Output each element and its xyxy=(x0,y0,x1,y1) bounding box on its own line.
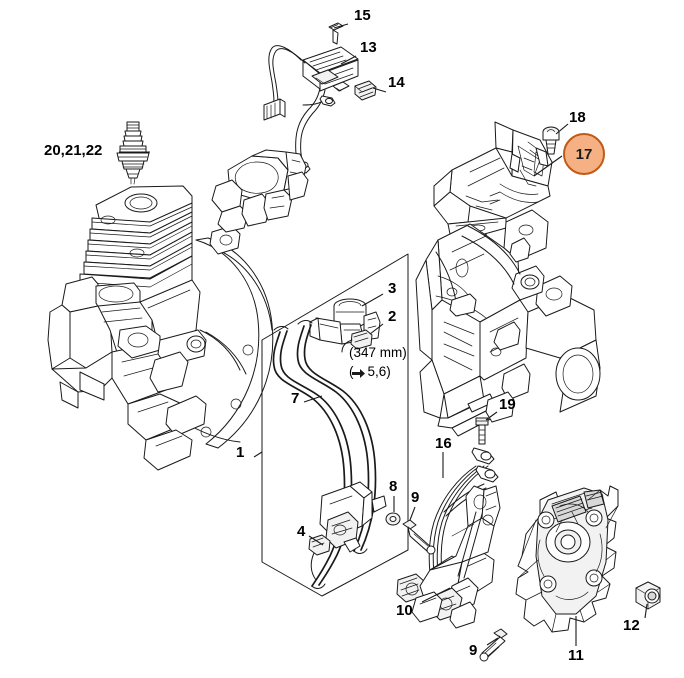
reference-arrow-icon xyxy=(352,369,365,378)
part-12-nut xyxy=(635,581,661,610)
part-15-screw xyxy=(328,22,344,45)
part-8-washer xyxy=(385,512,401,526)
callout-2: 2 xyxy=(388,308,397,325)
leader-14 xyxy=(372,87,387,93)
callout-14: 14 xyxy=(388,74,405,91)
callout-18: 18 xyxy=(569,109,586,126)
callout-9-top: 9 xyxy=(411,489,420,506)
leader-10 xyxy=(421,587,451,603)
leader-7 xyxy=(303,395,323,403)
callout-4: 4 xyxy=(297,523,306,540)
group-1-box xyxy=(261,253,409,597)
part-9b-screw xyxy=(479,628,508,662)
leader-1 xyxy=(253,451,263,458)
part-14-cap xyxy=(354,80,377,101)
callout-10: 10 xyxy=(396,602,413,619)
engine-assembly xyxy=(47,185,274,471)
leader-19 xyxy=(485,411,498,421)
wiring-harness xyxy=(263,45,336,174)
leader-12 xyxy=(644,603,648,619)
callout-12: 12 xyxy=(623,617,640,634)
part-10-harness-plate xyxy=(411,485,501,629)
leader-2 xyxy=(369,323,384,335)
callout-15: 15 xyxy=(354,7,371,24)
part-9a-screw xyxy=(402,519,436,555)
leader-17 xyxy=(533,155,563,177)
callout-16: 16 xyxy=(435,435,452,452)
callout-17-highlighted[interactable]: 17 xyxy=(563,133,605,175)
leader-9b xyxy=(486,637,499,646)
part-19-screw xyxy=(475,417,489,445)
callout-11: 11 xyxy=(568,647,584,664)
callout-8: 8 xyxy=(389,478,398,495)
leader-13 xyxy=(340,55,357,65)
callout-13: 13 xyxy=(360,39,377,56)
leader-4 xyxy=(308,535,324,546)
callout-7: 7 xyxy=(291,390,300,407)
callout-9-bottom: 9 xyxy=(469,642,478,659)
carburetor-assembly xyxy=(211,149,309,233)
part-16-ground-lead xyxy=(396,447,499,603)
part-4-and-coil xyxy=(308,481,387,581)
callout-1: 1 xyxy=(236,444,245,461)
engine-housing-right xyxy=(415,209,601,437)
callout-3: 3 xyxy=(388,280,397,297)
part-20-21-22-spark-plug xyxy=(116,121,150,185)
annotation-reference: (5,6) xyxy=(349,364,391,379)
annotation-reference-text: 5,6 xyxy=(367,364,387,379)
leader-15 xyxy=(333,23,349,29)
callout-19: 19 xyxy=(499,396,516,413)
leader-18 xyxy=(555,123,569,135)
annotation-length: (347 mm) xyxy=(349,345,407,360)
leader-3 xyxy=(361,293,384,307)
part-2-grommet xyxy=(341,329,373,353)
callout-20-21-22: 20,21,22 xyxy=(44,142,103,159)
part-11-flywheel xyxy=(515,485,619,633)
leader-9a xyxy=(409,506,416,521)
part-13-switch-module xyxy=(302,46,359,92)
part-18-screw xyxy=(542,126,560,155)
